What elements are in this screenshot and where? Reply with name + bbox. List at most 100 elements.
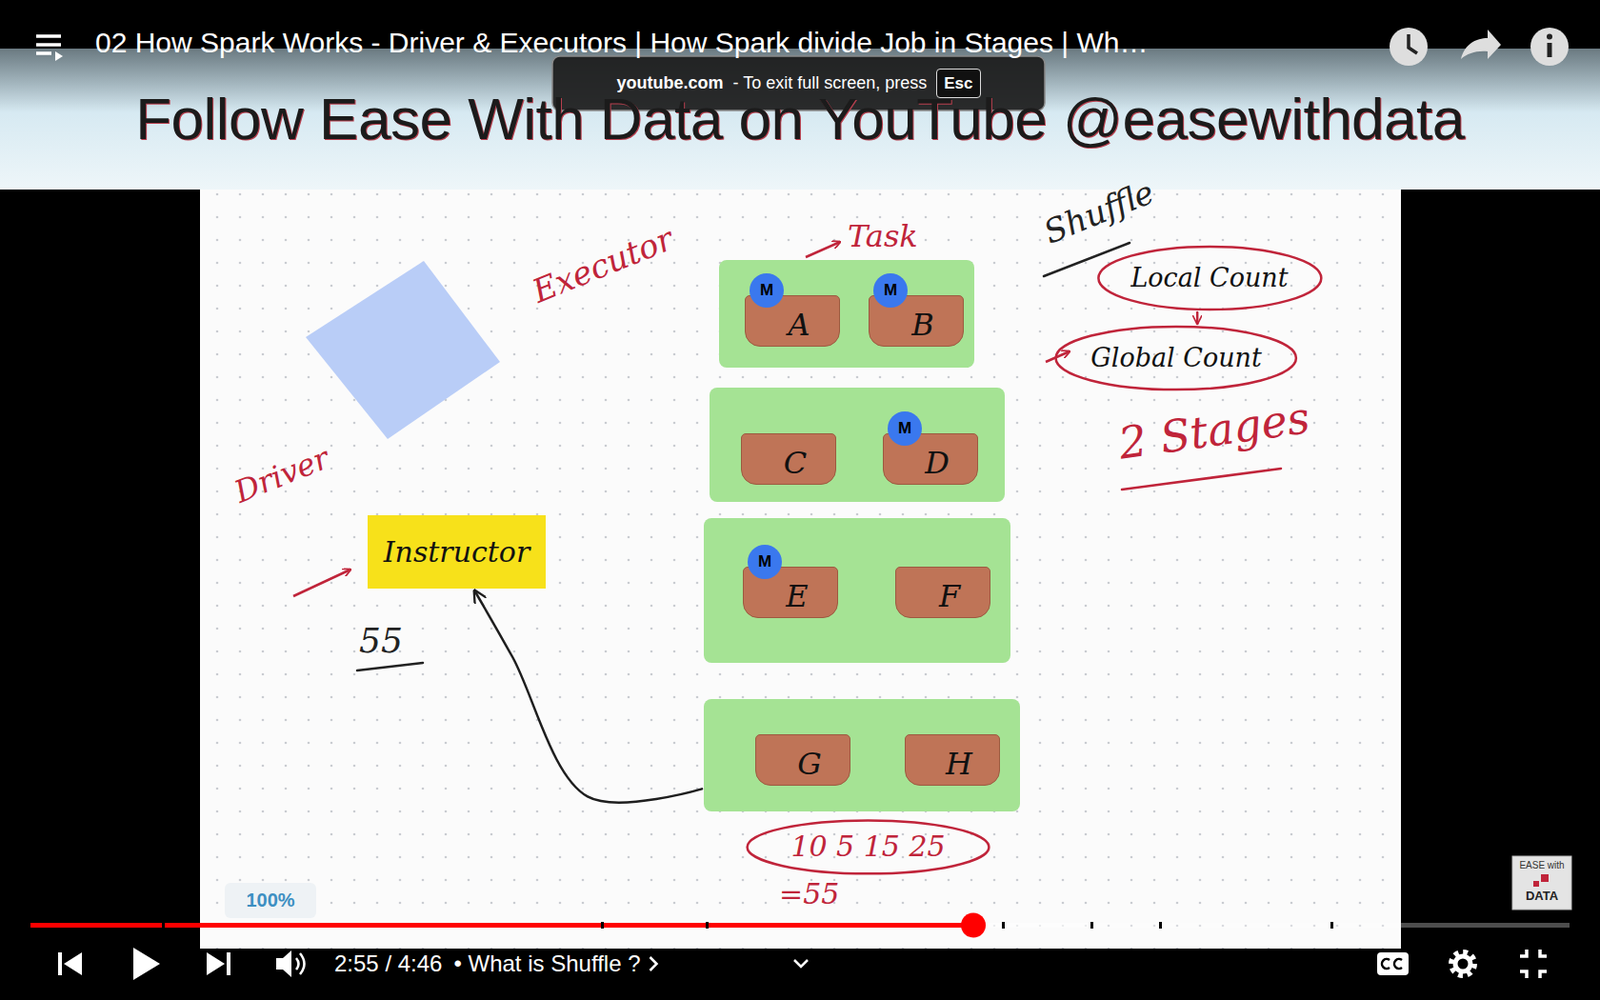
executor-band: ExecutorAMBM [719,260,975,368]
task-box: EM [742,566,839,619]
pointer-arrow [293,569,351,597]
next-icon [206,952,225,976]
node-text: G [797,747,822,781]
chapter-gap [1090,921,1094,929]
node-text: H [945,747,973,781]
node-text: Local Count [1130,263,1288,293]
logo-text: EASE with [1512,860,1572,872]
time-display: 2:55 / 4:46 [334,950,442,978]
task-box: AM [744,295,840,347]
video-title: 02 How Spark Works - Driver & Executors … [95,26,1148,60]
settings-icon [1455,956,1471,972]
sum-ellipse: 10 5 15 25 [744,818,992,877]
key-hint: Esc [936,68,980,100]
shuffle-label: Shuffle [1039,173,1160,251]
info-icon [1530,27,1569,66]
connector-arrow [474,590,702,803]
watch-later-icon [1389,27,1428,66]
playlist-icon [36,36,61,54]
next-icon [226,952,231,976]
node-text: 10 5 15 25 [790,830,945,862]
ellipse-outline [747,820,990,874]
node-text: A [787,308,810,342]
channel-banner-text: Follow Ease With Data on YouTube @easewi… [135,84,1465,153]
count-ellipse: Global Count [1053,323,1299,393]
task-label: Task [847,219,919,255]
task-box: BM [868,295,964,347]
count-ellipse: Local Count [1096,243,1324,313]
share-icon [1460,29,1501,60]
whiteboard-dots [200,189,1401,949]
marker-letter: M [758,553,772,572]
executor-band: GH [703,699,1020,812]
logo-text: DATA [1512,889,1572,904]
node-text: E [785,580,808,614]
underline [1121,468,1281,490]
marker-letter: M [898,420,912,439]
scene-extra [650,957,658,971]
previous-icon [63,952,82,976]
controls-row: 2:55 / 4:46 • What is Shuffle ? [334,945,641,982]
node-text: B [911,308,935,342]
task-box: H [904,734,1000,786]
captions-icon [1377,952,1409,976]
marker-dot: M [749,273,784,308]
chapter-gap [1159,921,1162,929]
progress-track [30,922,1570,928]
toast-row: youtube.com- To exit full screen, pressE… [552,56,1045,111]
chapter-gap [600,921,604,929]
logo-square [1540,874,1549,882]
chapter-gap [161,921,165,929]
volume-icon [276,950,292,978]
chapter-dropdown-icon [794,960,808,967]
chapter-gap [1330,921,1334,929]
chapter-title: • What is Shuffle ? [453,950,640,978]
node-text: F [939,580,960,614]
marker-letter: M [883,281,898,300]
connector-arrow [1196,312,1200,324]
chapter-gaps [161,921,1334,929]
task-box: G [755,734,851,786]
play-icon [133,947,160,980]
logo-square [1533,880,1540,887]
executor-band: C DM [709,387,1005,502]
progress-buffer [973,922,1092,928]
progress-knob [960,913,986,939]
marker-dot: M [747,544,782,580]
marker-dot: M [873,273,908,308]
pointer-arrow [805,241,840,258]
whiteboard [200,189,1401,949]
executor-band: EM F [703,518,1011,663]
info-icon [1546,34,1553,40]
captions-icon [1381,959,1402,969]
playlist-lines [36,36,61,54]
marker-letter: M [760,281,774,300]
banner: Follow Ease With Data on YouTube @easewi… [0,48,1600,190]
ellipse-outline [1056,326,1297,390]
toast-message: - To exit full screen, press [733,73,928,94]
driver-box: Instructor [367,515,546,589]
marker-dot: M [887,411,922,446]
volume-icon [296,953,305,975]
task-box: F [895,566,991,619]
driver-label: Driver [229,440,335,511]
sum-result: =55 [779,878,840,912]
settings-icon [1451,952,1475,976]
playlist-icon [55,51,63,61]
watch-later-icon [1408,34,1418,54]
node-text: C [783,446,807,480]
blue-sticky-note [305,260,500,440]
task-box: DM [882,433,979,485]
ellipse-outline [1098,246,1321,310]
node-text: Global Count [1090,343,1262,373]
logo-box [1512,856,1572,910]
zoom-level: 100% [224,882,317,919]
total-number: 55 [359,620,403,660]
chapter-gap [705,921,709,929]
info-icon [1547,42,1553,58]
underline [357,662,423,671]
node-text: D [924,446,950,480]
stages-label: 2 Stages [1115,392,1313,469]
chapter-gap [1001,921,1005,929]
